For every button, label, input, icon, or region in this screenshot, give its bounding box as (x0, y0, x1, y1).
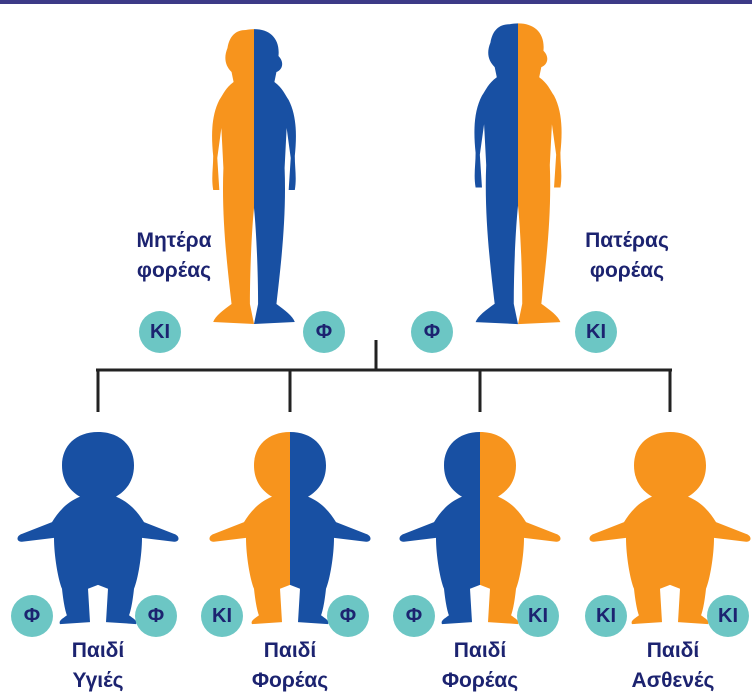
child-1-label-line1: Παιδί (48, 636, 148, 666)
child-4-label: Παιδί Ασθενές (618, 636, 728, 696)
father-figure (474, 23, 561, 324)
child-2-allele-left: ΚΙ (201, 595, 243, 637)
child-1-label-line2: Υγιές (48, 666, 148, 696)
mother-figure (212, 29, 296, 324)
child-3-allele-left: Φ (393, 595, 435, 637)
child-2-label-line1: Παιδί (240, 636, 340, 666)
child-3-allele-right: ΚΙ (517, 595, 559, 637)
child-4-label-line2: Ασθενές (618, 666, 728, 696)
child-4-label-line1: Παιδί (618, 636, 728, 666)
father-allele-left: Φ (411, 311, 453, 353)
child-4-allele-left: ΚΙ (585, 595, 627, 637)
child-2-label: Παιδί Φορέας (240, 636, 340, 696)
child-3-label-line1: Παιδί (430, 636, 530, 666)
father-label-line2: φορέας (572, 256, 682, 286)
child-2-label-line2: Φορέας (240, 666, 340, 696)
child-1-allele-left: Φ (11, 595, 53, 637)
child-3-label-line2: Φορέας (430, 666, 530, 696)
child-4-allele-right: ΚΙ (707, 595, 749, 637)
pedigree-lines (96, 340, 672, 412)
mother-label-line2: φορέας (124, 256, 224, 286)
child-1-label: Παιδί Υγιές (48, 636, 148, 696)
mother-label-line1: Μητέρα (124, 226, 224, 256)
father-allele-right: ΚΙ (575, 311, 617, 353)
father-label-line1: Πατέρας (572, 226, 682, 256)
child-3-label: Παιδί Φορέας (430, 636, 530, 696)
child-1-allele-right: Φ (135, 595, 177, 637)
father-label: Πατέρας φορέας (572, 226, 682, 286)
mother-allele-left: ΚΙ (139, 311, 181, 353)
mother-allele-right: Φ (303, 311, 345, 353)
mother-label: Μητέρα φορέας (124, 226, 224, 286)
child-2-allele-right: Φ (327, 595, 369, 637)
